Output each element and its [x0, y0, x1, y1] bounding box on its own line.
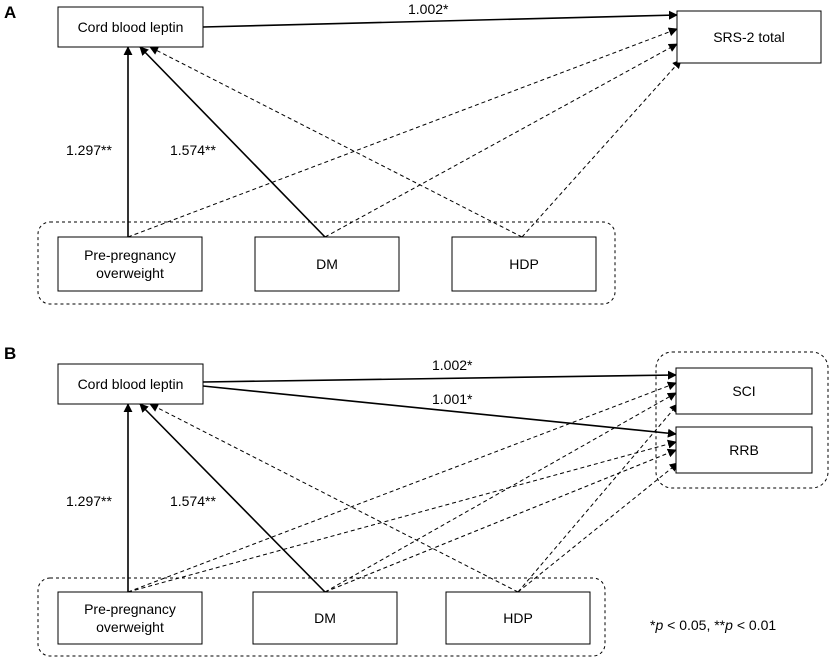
path-b-hdp-to-rrb: [517, 462, 679, 593]
path-a-dm-to-leptin: [139, 46, 326, 238]
panel-a: A Cord blood leptin SRS-2 total Pre-preg…: [4, 1, 822, 305]
path-b-leptin-to-rrb: [202, 385, 677, 438]
panel-b-label: B: [4, 344, 16, 363]
path-b-overweight-to-rrb: [127, 439, 677, 593]
group-b-outcomes: [655, 351, 829, 489]
panel-a-label: A: [4, 3, 16, 22]
node-a-hdp: [451, 236, 597, 292]
node-a-srs2-total-label: SRS-2 total: [713, 29, 785, 45]
node-b-cord-blood-leptin-label: Cord blood leptin: [78, 376, 184, 392]
group-b-maternal-exposures: [37, 577, 606, 657]
path-a-hdp-to-srs2: [521, 59, 682, 238]
node-b-sci: [675, 367, 813, 415]
node-b-hdp: [445, 591, 591, 645]
legend-p2-symbol: **: [714, 617, 725, 633]
panel-b-paths: [123, 370, 679, 593]
node-b-sci-label: SCI: [732, 383, 755, 399]
node-b-rrb-label: RRB: [729, 442, 759, 458]
node-b-overweight-label-line1: Pre-pregnancy: [84, 601, 176, 617]
coef-a-overweight-to-leptin: 1.297**: [66, 142, 112, 158]
path-a-leptin-to-srs2: [202, 10, 678, 28]
panel-b: B Cord blood leptin SCI RRB Pre-pregnanc…: [4, 344, 829, 657]
node-b-rrb: [675, 426, 813, 474]
legend-p1-var: p: [654, 617, 663, 633]
coef-a-dm-to-leptin: 1.574**: [170, 142, 216, 158]
path-b-overweight-to-sci: [127, 381, 677, 593]
node-b-dm: [252, 591, 398, 645]
node-b-pre-pregnancy-overweight: [57, 591, 203, 645]
node-b-overweight-label-line2: overweight: [96, 619, 164, 635]
path-b-hdp-to-leptin: [149, 403, 519, 593]
legend-p1-rest: < 0.05,: [663, 617, 714, 633]
significance-legend: *p < 0.05, **p < 0.01: [650, 617, 776, 633]
node-b-dm-label: DM: [314, 610, 336, 626]
node-a-cord-blood-leptin: [57, 6, 204, 48]
node-a-dm: [254, 236, 400, 292]
node-b-cord-blood-leptin: [57, 363, 204, 405]
group-a-maternal-exposures: [37, 221, 616, 305]
coef-b-leptin-to-rrb: 1.001*: [432, 391, 473, 407]
node-a-dm-label: DM: [316, 256, 338, 272]
path-b-hdp-to-sci: [517, 403, 679, 593]
legend-p2-var: p: [724, 617, 733, 633]
panel-a-paths: [123, 10, 682, 238]
legend-p2-rest: < 0.01: [733, 617, 776, 633]
node-a-cord-blood-leptin-label: Cord blood leptin: [78, 19, 184, 35]
path-b-dm-to-sci: [324, 392, 677, 593]
node-b-hdp-label: HDP: [503, 610, 533, 626]
coef-b-leptin-to-sci: 1.002*: [432, 357, 473, 373]
node-a-overweight-label-line2: overweight: [96, 265, 164, 281]
path-b-dm-to-rrb: [324, 448, 677, 593]
node-a-hdp-label: HDP: [509, 256, 539, 272]
coef-a-leptin-to-srs2: 1.002*: [408, 1, 449, 17]
node-a-srs2-total: [676, 10, 822, 64]
node-a-pre-pregnancy-overweight: [57, 236, 203, 292]
path-a-overweight-to-srs2: [127, 27, 678, 238]
coef-b-dm-to-leptin: 1.574**: [170, 493, 216, 509]
coef-b-overweight-to-leptin: 1.297**: [66, 493, 112, 509]
path-b-leptin-to-sci: [202, 370, 677, 383]
path-b-dm-to-leptin: [139, 403, 326, 593]
legend-p1-symbol: *: [650, 617, 656, 633]
path-a-dm-to-srs2: [324, 43, 678, 238]
node-a-overweight-label-line1: Pre-pregnancy: [84, 247, 176, 263]
